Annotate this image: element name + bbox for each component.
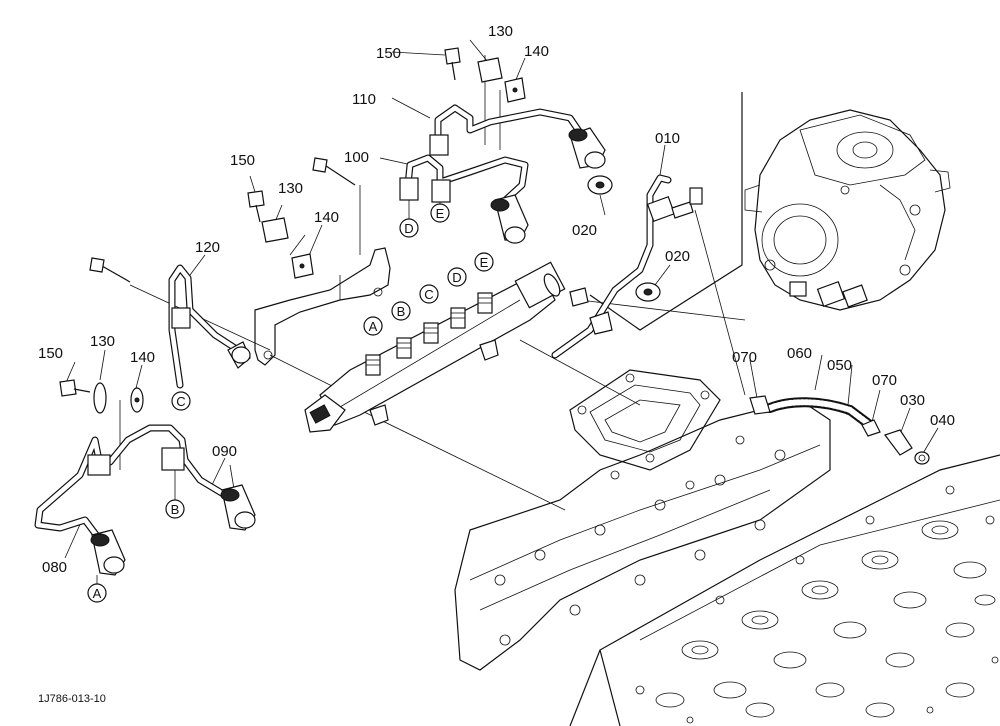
ref-pipe100-D: D: [399, 218, 419, 238]
svg-text:A: A: [93, 586, 102, 601]
label-100: 100: [344, 149, 369, 166]
label-150-top: 150: [376, 45, 401, 62]
label-050: 050: [827, 357, 852, 374]
ref-pipe100-E: E: [430, 203, 450, 223]
label-110: 110: [352, 91, 376, 108]
leak-off-hose-060: [749, 395, 930, 465]
clamps-and-bolts: [59, 47, 661, 414]
supply-pump-drawing: [589, 92, 951, 331]
ref-rail-B: B: [391, 301, 411, 321]
label-060: 060: [787, 345, 812, 362]
label-030: 030: [900, 392, 925, 409]
label-090: 090: [212, 443, 237, 460]
svg-text:D: D: [404, 221, 413, 236]
pipe-bracket: [254, 247, 391, 366]
injection-pipe-090: [106, 424, 256, 531]
ref-pipe120-C: C: [171, 391, 191, 411]
ref-pipe090-B: B: [165, 499, 185, 519]
svg-text:E: E: [480, 255, 489, 270]
label-140-top: 140: [524, 43, 549, 60]
ref-rail-A: A: [363, 316, 383, 336]
cylinder-head-drawing: [569, 454, 1000, 726]
injection-pipe-080: [34, 436, 126, 576]
ref-pipe080-A: A: [87, 583, 107, 603]
label-130-mid: 130: [278, 180, 303, 197]
label-070-left: 070: [732, 349, 757, 366]
label-020-upper: 020: [572, 222, 597, 239]
common-rail: [304, 261, 566, 433]
svg-text:C: C: [424, 287, 433, 302]
injection-pipe-110: [429, 104, 606, 169]
label-140-left: 140: [130, 349, 155, 366]
label-020-lower: 020: [665, 248, 690, 265]
figure-code: 1J786-013-10: [38, 693, 106, 705]
part-number-labels: 150 130 140 110 100 010 020 020 150 130 …: [38, 23, 955, 576]
ref-rail-E: E: [474, 252, 494, 272]
label-130-top: 130: [488, 23, 513, 40]
svg-text:D: D: [452, 270, 461, 285]
svg-text:B: B: [397, 304, 406, 319]
label-040: 040: [930, 412, 955, 429]
label-080: 080: [42, 559, 67, 576]
svg-text:C: C: [176, 394, 185, 409]
injection-pipe-100: [399, 154, 529, 244]
label-130-left: 130: [90, 333, 115, 350]
label-010: 010: [655, 130, 680, 147]
fuel-pipe-010: [551, 174, 703, 359]
label-140-mid: 140: [314, 209, 339, 226]
label-070-right: 070: [872, 372, 897, 389]
svg-text:E: E: [436, 206, 445, 221]
ref-rail-D: D: [447, 267, 467, 287]
svg-text:A: A: [369, 319, 378, 334]
ref-rail-C: C: [419, 284, 439, 304]
intake-manifold-drawing: [454, 369, 831, 671]
injection-pipe-120: [168, 264, 251, 389]
label-150-left: 150: [38, 345, 63, 362]
circle-reference-letters: A B C D E D E C B A: [87, 200, 494, 603]
label-150-mid: 150: [230, 152, 255, 169]
label-120: 120: [195, 239, 220, 256]
svg-text:B: B: [171, 502, 180, 517]
